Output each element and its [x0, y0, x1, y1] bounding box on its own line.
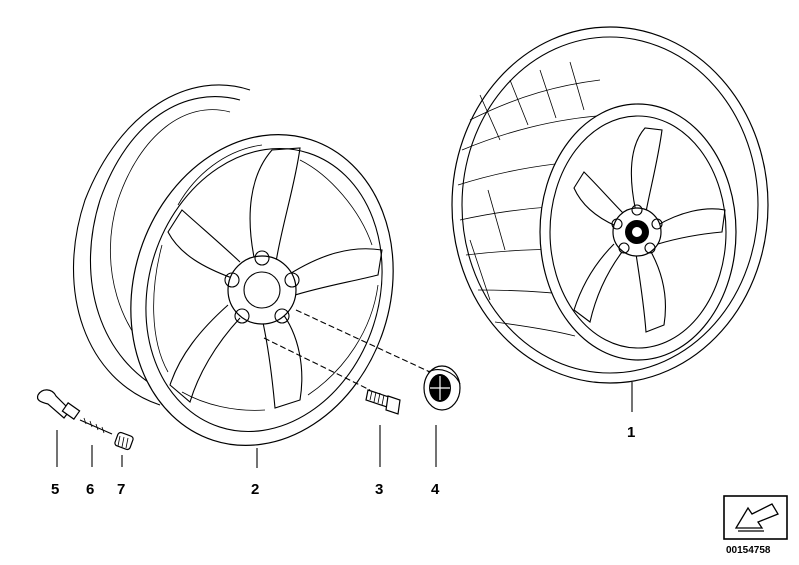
- callout-7: 7: [117, 481, 125, 498]
- callout-5: 5: [51, 481, 59, 498]
- valve-cap-drawing: [114, 431, 134, 451]
- callout-1: 1: [627, 424, 635, 441]
- valve-stem-drawing: [36, 389, 81, 420]
- valve-core-drawing: [79, 417, 113, 435]
- document-number: 00154758: [726, 545, 771, 556]
- hub-cap-drawing: [423, 365, 461, 411]
- callout-3: 3: [375, 481, 383, 498]
- callout-6: 6: [86, 481, 94, 498]
- wheel-tyre-drawing: [451, 26, 769, 384]
- wheel-bolt-drawing: [365, 389, 401, 415]
- rim-drawing: [73, 84, 394, 446]
- callout-2: 2: [251, 481, 259, 498]
- callout-4: 4: [431, 481, 440, 498]
- leader-lines: [56, 309, 633, 468]
- arrow-return-icon[interactable]: [723, 495, 788, 540]
